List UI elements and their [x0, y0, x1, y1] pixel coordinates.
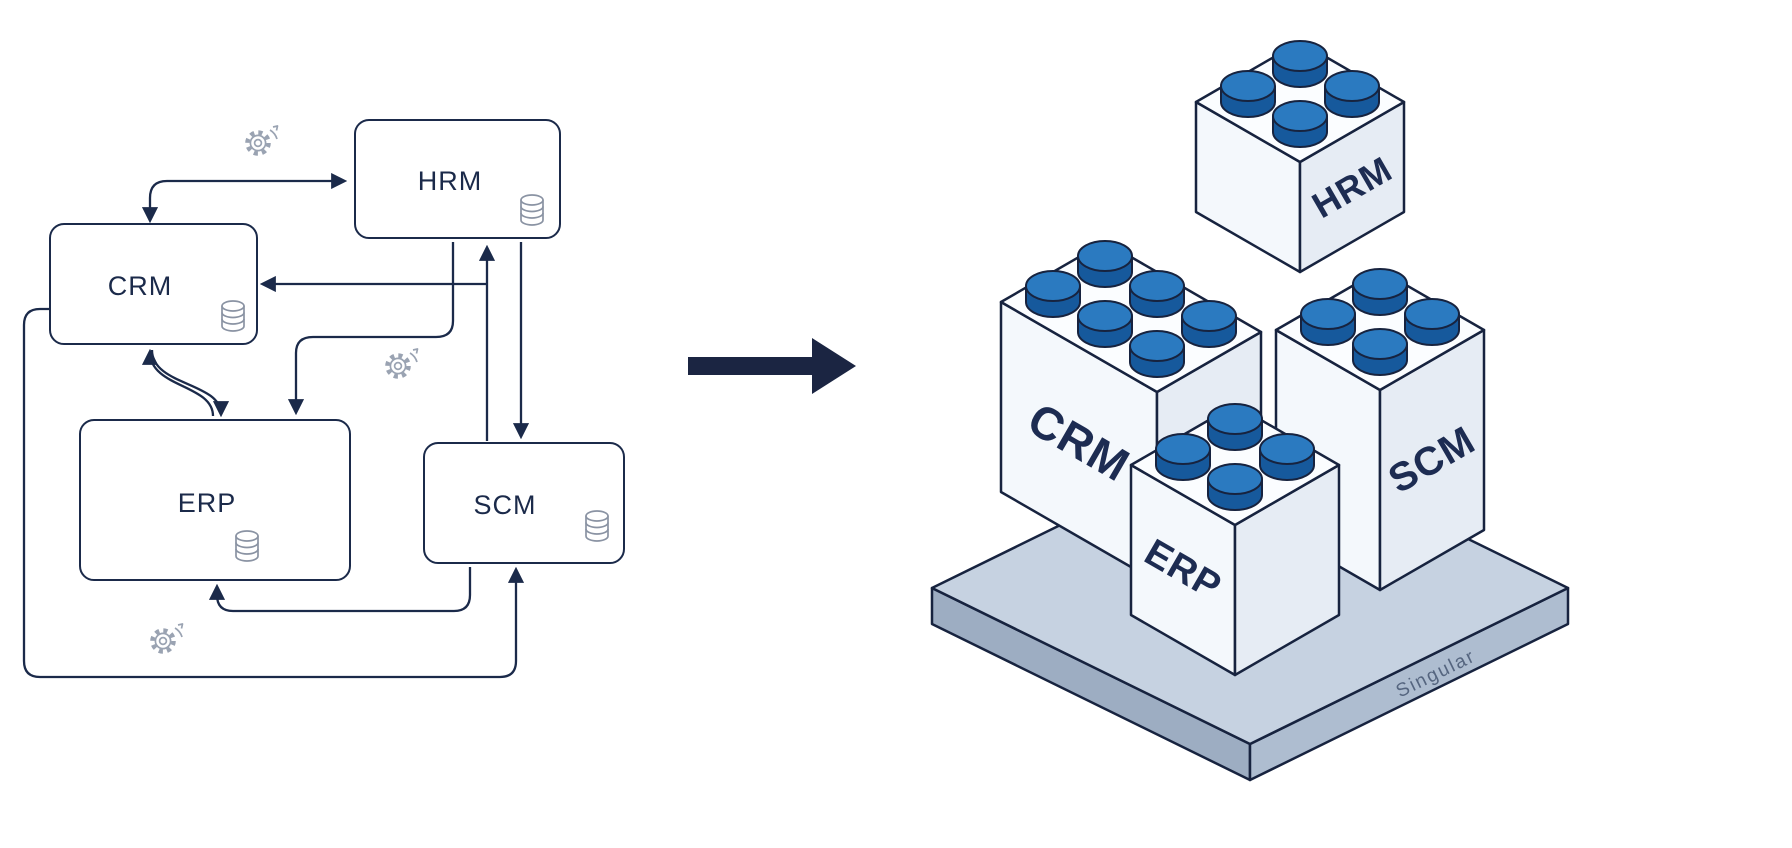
lego-stud — [1077, 300, 1133, 348]
arrow-scm-to-erp — [208, 567, 472, 613]
arrow-crm-to-scm-loop — [22, 307, 525, 679]
lego-stud — [1259, 433, 1315, 481]
arrow-erp-to-crm — [141, 348, 215, 417]
lego-stud — [1129, 270, 1185, 318]
lego-stud — [1272, 40, 1328, 88]
lego-stud — [1207, 403, 1263, 451]
arrow-crm-to-erp — [150, 349, 230, 418]
system-box-crm: CRM — [49, 223, 258, 345]
lego-stud — [1300, 298, 1356, 346]
lego-block-hrm: HRM — [1194, 40, 1406, 274]
system-label-crm: CRM — [108, 271, 173, 301]
database-cylinder-icon — [221, 300, 245, 332]
system-box-hrm: HRM — [354, 119, 561, 239]
gear-sync-icon — [153, 624, 183, 652]
lego-block-erp: ERP — [1129, 403, 1341, 677]
system-label-hrm: HRM — [418, 166, 483, 196]
lego-stud — [1404, 298, 1460, 346]
lego-stud — [1220, 70, 1276, 118]
database-cylinder-icon — [520, 194, 544, 226]
system-box-scm: SCM — [423, 442, 625, 564]
lego-stud — [1181, 300, 1237, 348]
lego-stud — [1207, 463, 1263, 511]
lego-stud — [1077, 240, 1133, 288]
arrow-crm-hrm-bidirectional — [141, 172, 348, 224]
system-label-erp: ERP — [178, 488, 237, 518]
system-box-erp: ERP — [79, 419, 351, 581]
gear-sync-icon — [248, 126, 278, 154]
gear-sync-icon — [388, 349, 418, 377]
lego-stud — [1129, 330, 1185, 378]
unified-lego-platform: HRM Singular CRM — [930, 40, 1570, 782]
lego-stud — [1352, 328, 1408, 376]
lego-stud — [1155, 433, 1211, 481]
spaghetti-integration-diagram: HRM CRM ERP SCM — [22, 119, 625, 679]
lego-stud — [1272, 100, 1328, 148]
transform-arrow — [688, 338, 856, 394]
arrow-hrm-to-erp — [287, 242, 455, 416]
lego-stud — [1025, 270, 1081, 318]
system-label-scm: SCM — [474, 490, 537, 520]
database-cylinder-icon — [235, 530, 259, 562]
lego-stud — [1352, 268, 1408, 316]
lego-stud — [1324, 70, 1380, 118]
database-cylinder-icon — [585, 510, 609, 542]
